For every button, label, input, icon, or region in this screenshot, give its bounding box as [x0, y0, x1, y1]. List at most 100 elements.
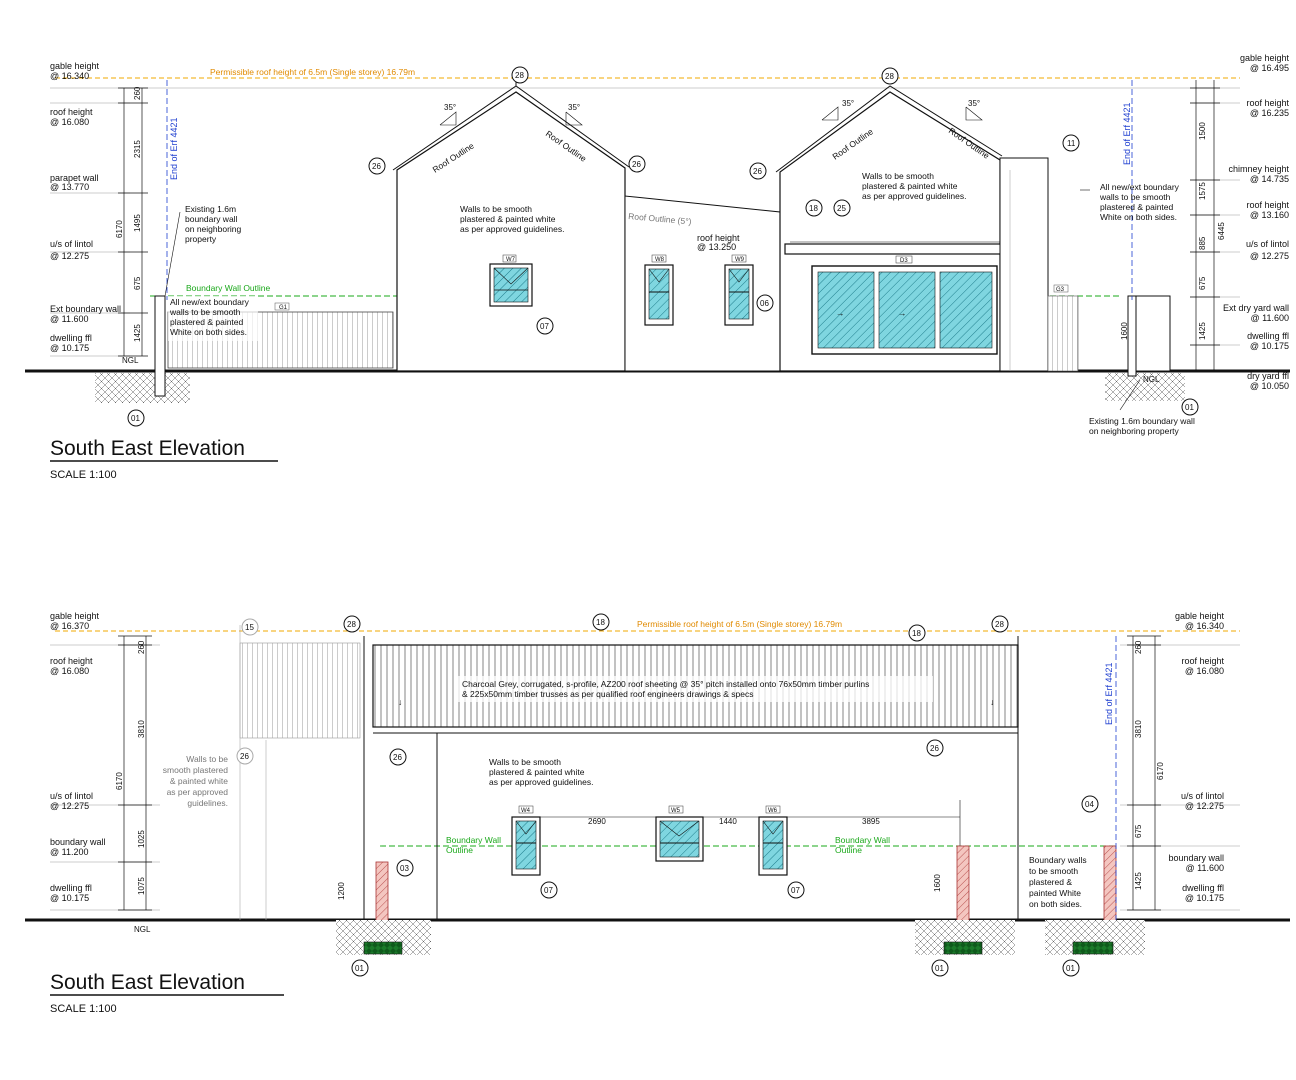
svg-text:on neighboring: on neighboring [185, 224, 242, 234]
svg-text:@ 16.080: @ 16.080 [1185, 666, 1224, 676]
svg-text:Walls to be smooth: Walls to be smooth [862, 171, 934, 181]
svg-text:on neighboring property: on neighboring property [1089, 426, 1180, 436]
svg-text:@ 12.275: @ 12.275 [1185, 801, 1224, 811]
svg-text:plastered &: plastered & [1029, 877, 1072, 887]
svg-text:dwelling ffl: dwelling ffl [1247, 331, 1289, 341]
svg-text:roof height: roof height [1246, 200, 1289, 210]
svg-text:Boundary walls: Boundary walls [1029, 855, 1087, 865]
dim-1440: 1440 [719, 817, 737, 826]
footing-right [1105, 373, 1185, 401]
svg-text:plastered & painted white: plastered & painted white [862, 181, 958, 191]
svg-text:@ 11.600: @ 11.600 [1186, 863, 1225, 873]
tag-01b: 01 [1181, 398, 1199, 416]
svg-text:↓: ↓ [990, 697, 994, 707]
svg-text:u/s of lintol: u/s of lintol [1181, 791, 1224, 801]
neighbor-roof-grey [239, 642, 361, 739]
svg-text:White on both sides.: White on both sides. [170, 327, 247, 337]
boundary-post-right [1129, 295, 1171, 372]
svg-text:@ 16.370: @ 16.370 [50, 621, 89, 631]
left-dim-675: 675 [133, 276, 142, 290]
right-dim-885: 885 [1198, 236, 1207, 250]
tag-b-28a: 28 [343, 615, 361, 633]
svg-text:to be smooth: to be smooth [1029, 866, 1078, 876]
svg-text:Walls to be: Walls to be [186, 754, 228, 764]
pitch-symbol-4: 35° [965, 99, 983, 121]
scale-bottom: SCALE 1:100 [50, 1003, 117, 1015]
tag-b-15: 15 [241, 618, 259, 636]
tag-b-18a: 18 [592, 613, 610, 631]
right-levels-2: gable height @ 16.340 roof height @ 16.0… [1168, 611, 1224, 903]
right-dim-1575: 1575 [1198, 182, 1207, 200]
right-dimension-chain [1190, 80, 1220, 371]
svg-text:01: 01 [1185, 403, 1194, 412]
roof-note-2: & 225x50mm timber trusses as per qualifi… [462, 689, 754, 699]
svg-text:All new/ext boundary: All new/ext boundary [1100, 182, 1180, 192]
window-w4: W4 [511, 805, 541, 876]
left-dim-1425: 1425 [133, 324, 142, 342]
svg-text:Existing 1.6m boundary wall: Existing 1.6m boundary wall [1089, 416, 1195, 426]
lvl-l1-val: @ 16.340 [50, 71, 89, 81]
svg-text:15: 15 [245, 623, 254, 632]
tag-25: 25 [833, 199, 851, 217]
tag-b-26a: 26 [236, 747, 254, 765]
window-w5: W5 [655, 805, 704, 862]
svg-text:→: → [836, 308, 845, 318]
svg-text:u/s of lintol: u/s of lintol [50, 791, 93, 801]
svg-text:04: 04 [1085, 800, 1094, 809]
svg-text:roof height: roof height [1246, 98, 1289, 108]
svg-text:@ 11.200: @ 11.200 [50, 847, 89, 857]
annex [999, 157, 1049, 372]
footing-left [95, 373, 190, 403]
scale-top: SCALE 1:100 [50, 469, 117, 481]
svg-text:W8: W8 [655, 257, 665, 263]
svg-text:Existing 1.6m: Existing 1.6m [185, 204, 236, 214]
lvl-l2-val: @ 16.080 [50, 117, 89, 127]
left-dim-1495: 1495 [133, 214, 142, 232]
tag-26b: 26 [628, 155, 646, 173]
tag-b-01a: 01 [351, 959, 369, 977]
tag-26a: 26 [368, 157, 386, 175]
br-dim-1425: 1425 [1134, 872, 1143, 890]
svg-text:boundary wall: boundary wall [185, 214, 238, 224]
pier-right [1045, 845, 1145, 955]
svg-text:@ 11.600: @ 11.600 [1251, 313, 1290, 323]
permissible-height-note: Permissible roof height of 6.5m (Single … [210, 67, 415, 77]
svg-text:on both sides.: on both sides. [1029, 899, 1082, 909]
dim-2690: 2690 [588, 817, 606, 826]
svg-text:White on both sides.: White on both sides. [1100, 212, 1177, 222]
pier-mid [915, 845, 1015, 955]
window-w6: W6 [758, 805, 788, 876]
bw-outline-label-a1: Boundary Wall [446, 835, 501, 845]
tag-b-01c: 01 [1062, 959, 1080, 977]
right-dim-1425: 1425 [1198, 322, 1207, 340]
svg-text:@ 16.495: @ 16.495 [1250, 63, 1289, 73]
svg-text:u/s of lintol: u/s of lintol [1246, 239, 1289, 249]
svg-text:roof height: roof height [50, 656, 93, 666]
ngl-label-right: NGL [1143, 375, 1160, 384]
note-walls-smooth-2: Walls to be smooth plastered & painted w… [862, 171, 966, 201]
svg-text:& painted white: & painted white [170, 776, 228, 786]
door-d3: D3 → → [811, 255, 998, 355]
note-walls-smooth-b: Walls to be smooth plastered & painted w… [489, 757, 593, 787]
tag-b-04: 04 [1081, 795, 1099, 813]
svg-text:26: 26 [753, 167, 762, 176]
tag-11: 11 [1062, 134, 1080, 152]
pitch-symbol-3: 35° [821, 99, 854, 121]
permissible-height-note-2: Permissible roof height of 6.5m (Single … [637, 619, 842, 629]
lvl-l2-name: roof height [50, 107, 93, 117]
svg-text:@ 10.175: @ 10.175 [1185, 893, 1224, 903]
svg-text:28: 28 [515, 71, 524, 80]
svg-text:painted White: painted White [1029, 888, 1081, 898]
right-dim-675: 675 [1198, 276, 1207, 290]
left-dim-total: 6170 [115, 220, 124, 238]
svg-text:All new/ext boundary: All new/ext boundary [170, 297, 250, 307]
svg-text:@ 16.080: @ 16.080 [50, 666, 89, 676]
svg-text:01: 01 [131, 414, 140, 423]
svg-text:as per approved guidelines.: as per approved guidelines. [489, 777, 593, 787]
bw-outline-label-b2: Outline [835, 845, 862, 855]
svg-text:@ 10.175: @ 10.175 [1250, 341, 1289, 351]
tag-b-01b: 01 [931, 959, 949, 977]
left-dim-2315: 2315 [133, 140, 142, 158]
tag-b-07b: 07 [787, 881, 805, 899]
